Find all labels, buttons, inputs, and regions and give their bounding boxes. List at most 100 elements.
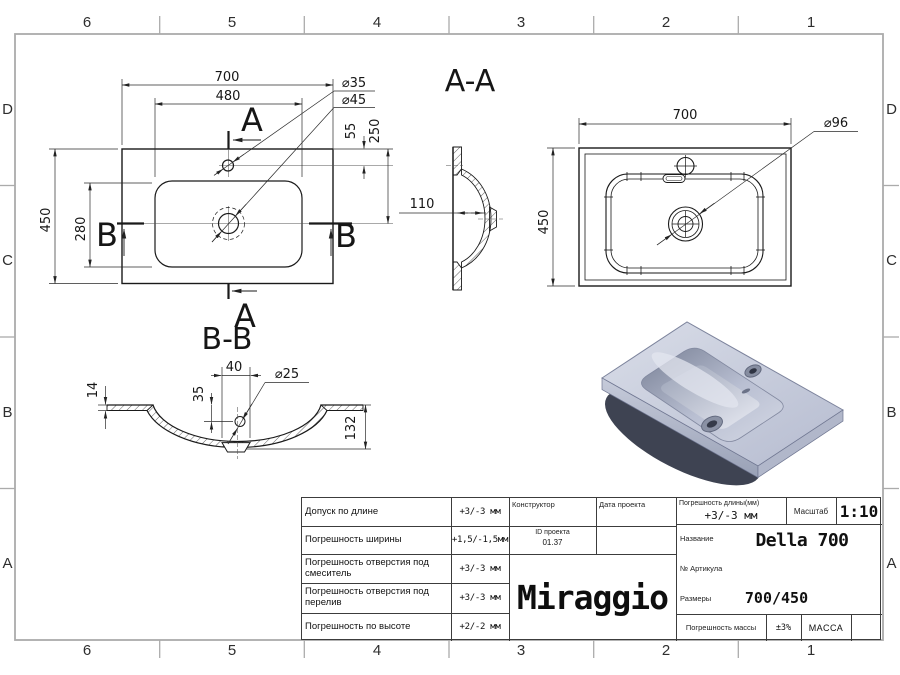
bb-slab-right-cut bbox=[319, 404, 364, 411]
drawing-frame bbox=[0, 16, 899, 658]
render-3d-view bbox=[601, 321, 844, 486]
brand-logo: Miraggio bbox=[517, 578, 669, 617]
grid-col-4-top: 4 bbox=[372, 14, 382, 31]
render-right-edge bbox=[757, 409, 844, 479]
size-value: 700/450 bbox=[744, 589, 809, 607]
section-b-letter-left: B bbox=[96, 216, 118, 254]
bb-dim-40-label: 40 bbox=[226, 360, 243, 375]
bb-dim-35-label: 35 bbox=[192, 386, 207, 403]
rim-ticks bbox=[604, 172, 765, 275]
aa-dim-450 bbox=[547, 147, 575, 287]
dim-480 bbox=[154, 98, 303, 177]
article-label: № Артикула bbox=[680, 564, 723, 573]
mass-value-empty bbox=[851, 614, 882, 641]
name-value: Della 700 bbox=[755, 529, 849, 551]
name-label: Название bbox=[680, 534, 714, 543]
title-block: Допуск по длине +3/-3 мм Погрешность шир… bbox=[301, 497, 882, 641]
section-b-letter-right: B bbox=[335, 217, 357, 255]
bb-dim-14-label: 14 bbox=[86, 382, 101, 399]
dia-45-label: ⌀45 bbox=[342, 93, 366, 108]
dim-110-label: 110 bbox=[410, 197, 435, 212]
project-id-label: ID проекта bbox=[535, 529, 570, 536]
dim-280-label: 280 bbox=[74, 217, 89, 242]
aa-dim-700-label: 700 bbox=[673, 108, 698, 123]
tolerance-row-value: +3/-3 мм bbox=[459, 563, 501, 574]
tolerance-row-label: Погрешность по высоте bbox=[305, 620, 411, 632]
grid-row-c-right: C bbox=[886, 252, 897, 269]
bb-dim-132-label: 132 bbox=[344, 416, 359, 441]
tolerance-row-value: +1,5/-1,5мм bbox=[451, 535, 509, 545]
scale-value: 1:10 bbox=[839, 501, 879, 521]
grid-row-a-left: A bbox=[2, 555, 13, 572]
render-overflow-hole bbox=[741, 388, 751, 394]
grid-row-a-right: A bbox=[886, 555, 897, 572]
dim-450 bbox=[49, 148, 118, 284]
dim-250-label: 250 bbox=[368, 119, 383, 144]
aa-outline-inner bbox=[584, 153, 787, 281]
bb-shell-hatch bbox=[147, 405, 327, 448]
bb-overflow-hole bbox=[234, 416, 246, 427]
tolerance-row-value: +3/-3 мм bbox=[459, 593, 501, 603]
size-label: Размеры bbox=[680, 594, 712, 603]
render-drain-hole bbox=[701, 415, 723, 433]
aa-drain-hole bbox=[667, 206, 704, 242]
grid-row-c-left: C bbox=[2, 252, 13, 269]
grid-row-b-right: B bbox=[886, 404, 897, 421]
grid-col-6-bottom: 6 bbox=[82, 642, 92, 659]
bottom-flange-cut bbox=[452, 261, 462, 291]
grid-row-d-right: D bbox=[886, 101, 897, 118]
grid-col-1-top: 1 bbox=[806, 14, 816, 31]
dia-35-label: ⌀35 bbox=[342, 76, 366, 91]
render-highlight bbox=[651, 352, 739, 408]
tolerance-row-value: +3/-3 мм bbox=[459, 507, 501, 517]
bb-dim-14 bbox=[98, 386, 109, 429]
dia-96-label: ⌀96 bbox=[824, 116, 848, 131]
bb-cavity-line bbox=[152, 404, 322, 443]
drain-hole bbox=[217, 212, 240, 235]
constructor-label: Конструктор bbox=[512, 500, 555, 509]
grid-col-6-top: 6 bbox=[82, 14, 92, 31]
dim-55-label: 55 bbox=[344, 123, 359, 140]
leader-dia96 bbox=[656, 131, 858, 246]
dim-700 bbox=[121, 79, 334, 149]
top-flange-cut bbox=[452, 146, 462, 176]
bb-dim-35 bbox=[204, 393, 233, 433]
dim-480-label: 480 bbox=[216, 89, 241, 104]
aa-dim-450-label: 450 bbox=[537, 210, 552, 235]
dim-450-label: 450 bbox=[39, 208, 54, 233]
dia-25-label: ⌀25 bbox=[275, 367, 299, 382]
section-bb-view: B-B bbox=[86, 322, 371, 459]
leader-dia45 bbox=[211, 107, 375, 243]
bb-dim-132 bbox=[246, 404, 371, 450]
overflow-slot-inner bbox=[665, 176, 683, 181]
frame-ticks bbox=[0, 16, 899, 658]
section-aa-view: A-A bbox=[445, 64, 858, 287]
aa-outline bbox=[578, 147, 792, 287]
scale-label: Масштаб bbox=[793, 506, 829, 516]
sink-outline bbox=[121, 148, 334, 285]
grid-row-d-left: D bbox=[2, 101, 13, 118]
section-aa-title: A-A bbox=[445, 64, 496, 99]
leader-dia35 bbox=[213, 90, 375, 176]
aa-dim-700 bbox=[578, 118, 792, 144]
grid-col-4-bottom: 4 bbox=[372, 642, 382, 659]
bb-dim-40 bbox=[211, 367, 261, 438]
bb-slab-left-cut bbox=[106, 404, 155, 411]
mass-tolerance-label: Погрешность массы bbox=[685, 623, 757, 632]
tolerance-row-label: Погрешность ширины bbox=[305, 533, 402, 545]
render-faucet-hole bbox=[744, 364, 762, 378]
grid-col-2-bottom: 2 bbox=[661, 642, 671, 659]
length-tolerance-label: Погрешность длины(мм) bbox=[679, 500, 760, 507]
grid-col-2-top: 2 bbox=[661, 14, 671, 31]
project-date-label: Дата проекта bbox=[599, 500, 646, 509]
drain-hole-hidden bbox=[212, 207, 245, 240]
section-a-letter-bottom: A bbox=[234, 297, 256, 335]
tolerance-row-label: Погрешность отверстия под смеситель bbox=[305, 556, 429, 579]
grid-row-b-left: B bbox=[2, 404, 13, 421]
grid-col-3-bottom: 3 bbox=[516, 642, 526, 659]
section-bb-title: B-B bbox=[202, 322, 253, 357]
dim-280 bbox=[84, 182, 152, 268]
grid-col-1-bottom: 1 bbox=[806, 642, 816, 659]
grid-col-5-bottom: 5 bbox=[227, 642, 237, 659]
